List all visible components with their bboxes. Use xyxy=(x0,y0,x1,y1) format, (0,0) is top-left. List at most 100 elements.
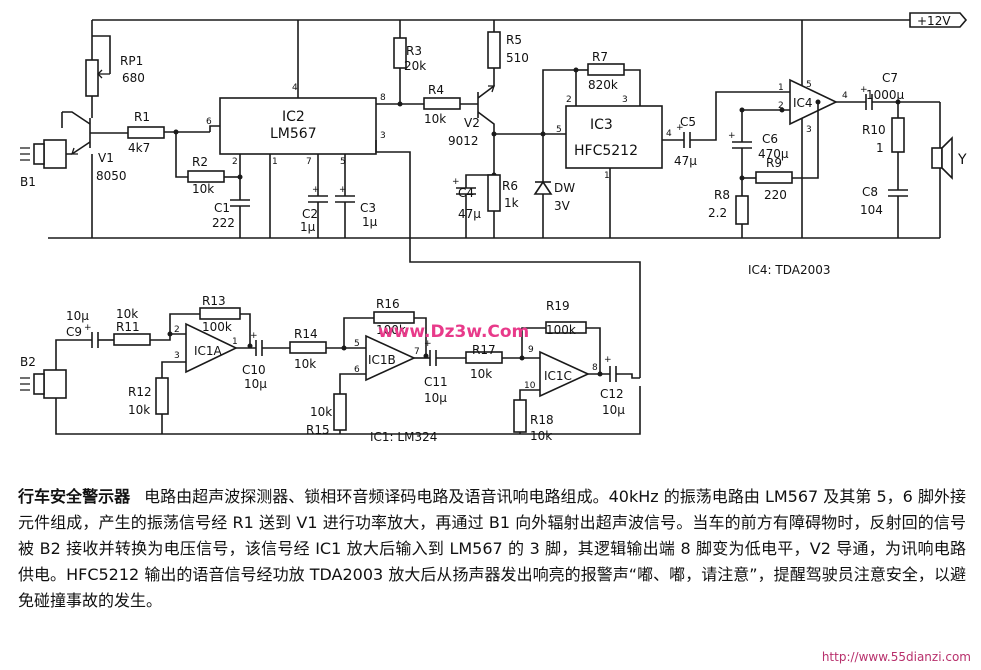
r10-value: 1 xyxy=(876,141,884,155)
svg-text:1: 1 xyxy=(604,171,610,181)
ic1a-name: IC1A xyxy=(194,344,223,358)
r17-name: R17 xyxy=(472,343,496,357)
c3-name: C3 xyxy=(360,201,376,215)
r14-value: 10k xyxy=(294,357,316,371)
r17-value: 10k xyxy=(470,367,492,381)
c9-value: 10μ xyxy=(66,309,89,323)
r3-value: 20k xyxy=(404,59,426,73)
svg-text:+: + xyxy=(860,85,868,95)
r16-value: 100k xyxy=(376,323,406,337)
r19-value: 100k xyxy=(546,323,576,337)
r6-name: R6 xyxy=(502,179,518,193)
c10-name: C10 xyxy=(242,363,266,377)
r11-name: R11 xyxy=(116,320,140,334)
svg-text:8: 8 xyxy=(592,363,598,373)
r2-name: R2 xyxy=(192,155,208,169)
c11-name: C11 xyxy=(424,375,448,389)
ic1-note: IC1: LM324 xyxy=(370,430,437,444)
svg-text:7: 7 xyxy=(414,347,420,357)
ic1c-triangle xyxy=(539,350,590,398)
svg-text:7: 7 xyxy=(306,157,312,167)
r13-name: R13 xyxy=(202,294,226,308)
svg-text:3: 3 xyxy=(174,351,180,361)
r4-resistor xyxy=(423,97,461,110)
r18-resistor xyxy=(513,399,527,433)
c2-name: C2 xyxy=(302,207,318,221)
svg-text:1: 1 xyxy=(778,83,784,93)
r11-resistor xyxy=(113,333,151,346)
svg-text:+: + xyxy=(339,185,347,195)
r13-resistor xyxy=(199,307,241,320)
r6-resistor xyxy=(487,174,501,212)
svg-text:+: + xyxy=(452,177,460,187)
svg-text:8: 8 xyxy=(380,93,386,103)
r8-value: 2.2 xyxy=(708,206,727,220)
r19-name: R19 xyxy=(546,299,570,313)
c6-value: 470μ xyxy=(758,147,789,161)
rp1-value: 680 xyxy=(122,71,145,85)
c3-value: 1μ xyxy=(362,215,378,229)
caption-title: 行车安全警示器 xyxy=(18,487,131,506)
speaker-cone xyxy=(941,136,953,180)
c7-name: C7 xyxy=(882,71,898,85)
svg-text:+: + xyxy=(424,339,432,349)
ic2-name: IC2 xyxy=(282,109,305,125)
ic4-triangle xyxy=(789,78,838,126)
r12-resistor xyxy=(155,377,169,415)
svg-text:2: 2 xyxy=(566,95,572,105)
r10-resistor xyxy=(891,117,905,153)
ic3-name: IC3 xyxy=(590,117,613,133)
c4-value: 47μ xyxy=(458,207,481,221)
c4-name: C4 xyxy=(458,186,474,200)
dw-name: DW xyxy=(554,181,575,195)
svg-text:6: 6 xyxy=(354,365,360,375)
svg-text:2: 2 xyxy=(174,325,180,335)
svg-text:4: 4 xyxy=(666,129,672,139)
c5-value: 47μ xyxy=(674,154,697,168)
c7-value: 1000μ xyxy=(866,88,905,102)
r18-value: 10k xyxy=(530,429,552,443)
v1-value: 8050 xyxy=(96,169,127,183)
r9-name: R9 xyxy=(766,156,782,170)
r10-name: R10 xyxy=(862,123,886,137)
svg-text:10: 10 xyxy=(524,381,536,391)
ic2-value: LM567 xyxy=(270,126,317,142)
c12-value: 10μ xyxy=(602,403,625,417)
r14-resistor xyxy=(289,341,327,354)
v2-name: V2 xyxy=(464,116,480,130)
r7-name: R7 xyxy=(592,50,608,64)
ic1c-name: IC1C xyxy=(544,369,572,383)
r14-name: R14 xyxy=(294,327,318,341)
r1-value: 4k7 xyxy=(128,141,150,155)
svg-text:9: 9 xyxy=(528,345,534,355)
r3-name: R3 xyxy=(406,44,422,58)
speaker-body xyxy=(931,147,943,169)
r15-name: R15 xyxy=(306,423,330,437)
caption-paragraph: 行车安全警示器电路由超声波探测器、锁相环音频译码电路及语音讯响电路组成。40kH… xyxy=(18,484,966,614)
r8-resistor xyxy=(735,195,749,225)
svg-text:4: 4 xyxy=(842,91,848,101)
r4-value: 10k xyxy=(424,112,446,126)
rp1-name: RP1 xyxy=(120,54,143,68)
r4-name: R4 xyxy=(428,83,444,97)
b2-section xyxy=(20,339,641,435)
svg-text:4: 4 xyxy=(292,83,298,93)
supply-label: +12V xyxy=(917,14,951,28)
svg-text:1: 1 xyxy=(232,337,238,347)
footer-site-link[interactable]: http://www.55dianzi.com xyxy=(821,650,971,664)
svg-text:+: + xyxy=(312,185,320,195)
r5-name: R5 xyxy=(506,33,522,47)
r16-name: R16 xyxy=(376,297,400,311)
circuit-schematic: +12V xyxy=(20,12,968,444)
svg-text:5: 5 xyxy=(340,157,346,167)
r12-name: R12 xyxy=(128,385,152,399)
r11-value: 10k xyxy=(116,307,138,321)
c2-value: 1μ xyxy=(300,220,316,234)
c9-name: C9 xyxy=(66,325,82,339)
c1-name: C1 xyxy=(214,201,230,215)
svg-text:5: 5 xyxy=(354,339,360,349)
c5-name: C5 xyxy=(680,115,696,129)
r9-value: 220 xyxy=(764,188,787,202)
r9-resistor xyxy=(755,171,793,184)
svg-text:3: 3 xyxy=(806,125,812,135)
